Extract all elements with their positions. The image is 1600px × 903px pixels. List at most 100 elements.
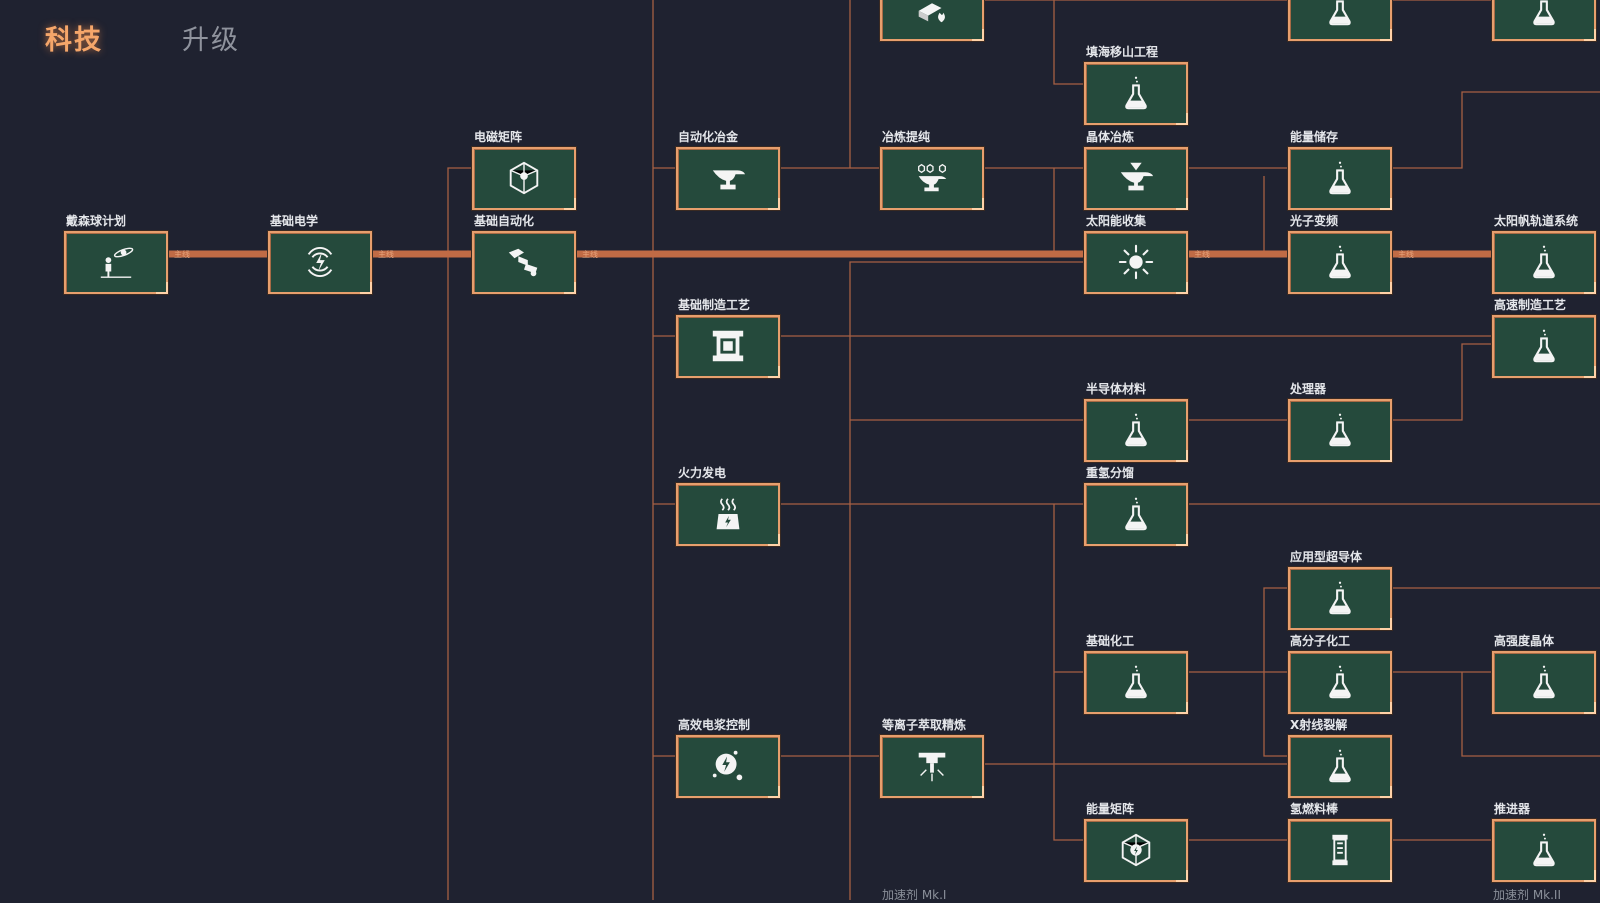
tech-node[interactable]: 晶体冶炼 xyxy=(1084,130,1188,210)
tech-node[interactable]: 电磁矩阵 xyxy=(472,130,576,210)
tech-node-card[interactable] xyxy=(880,147,984,210)
tech-node-label: 能量矩阵 xyxy=(1086,802,1135,816)
tab-tech[interactable]: 科技 xyxy=(45,25,103,56)
tech-node-card[interactable] xyxy=(1084,62,1188,125)
tech-node[interactable]: 基础制造工艺 xyxy=(676,298,780,378)
tech-node-card[interactable] xyxy=(1288,819,1392,882)
tech-node[interactable]: 处理器 xyxy=(1288,382,1392,462)
anvil-icon xyxy=(708,158,748,198)
tech-node[interactable]: 冶炼提纯 xyxy=(880,130,984,210)
tech-node-card[interactable] xyxy=(1492,0,1596,41)
tech-node[interactable]: 火力发电 xyxy=(676,466,780,546)
tech-node-label: 处理器 xyxy=(1290,382,1327,396)
tech-node-label: 高效电浆控制 xyxy=(678,718,751,732)
link-line xyxy=(1053,0,1084,85)
main-line-tag: 主线 xyxy=(582,249,598,259)
tech-node[interactable]: 太阳能收集 xyxy=(1084,214,1188,294)
tech-node-card[interactable] xyxy=(1084,483,1188,546)
tech-node-card[interactable] xyxy=(1492,231,1596,294)
tech-node[interactable]: 高强度晶体 xyxy=(1492,634,1596,714)
tech-node-card[interactable] xyxy=(676,147,780,210)
tech-node-label: 高速制造工艺 xyxy=(1494,298,1567,312)
tech-node-card[interactable] xyxy=(1288,0,1392,41)
tech-node-card[interactable] xyxy=(1288,567,1392,630)
tech-node[interactable]: 太阳帆轨道系统 xyxy=(1492,214,1596,294)
tech-node[interactable]: 填海移山工程 xyxy=(1084,45,1188,125)
node-label-accelerant-mk2: 加速剂 Mk.II xyxy=(1493,888,1562,902)
tech-node[interactable]: 光子变频 xyxy=(1288,214,1392,294)
tech-node-label: 火力发电 xyxy=(678,466,727,480)
tech-node-label: 半导体材料 xyxy=(1086,382,1147,396)
tech-node-label: 重氢分馏 xyxy=(1086,466,1135,480)
tech-node-card[interactable] xyxy=(676,315,780,378)
tech-node[interactable]: 高速制造工艺 xyxy=(1492,298,1596,378)
tech-node-card[interactable] xyxy=(472,231,576,294)
tech-node[interactable]: 高效电浆控制 xyxy=(676,718,780,798)
link-line xyxy=(780,0,851,169)
tech-node-card[interactable] xyxy=(676,735,780,798)
node-label-accelerant-mk1: 加速剂 Mk.I xyxy=(882,888,947,902)
tech-node-card[interactable] xyxy=(1288,399,1392,462)
tech-node-label: 推进器 xyxy=(1494,802,1531,816)
tech-node[interactable]: 戴森球计划 xyxy=(64,214,168,294)
tech-node-card[interactable] xyxy=(472,147,576,210)
tech-node-card[interactable] xyxy=(1492,819,1596,882)
flask-icon xyxy=(1320,158,1360,198)
tech-node-card[interactable] xyxy=(1288,231,1392,294)
tech-node-card[interactable] xyxy=(1084,147,1188,210)
thermal-plant-icon xyxy=(708,494,748,534)
tech-node-card[interactable] xyxy=(880,0,984,41)
tech-node-card[interactable] xyxy=(1084,231,1188,294)
tech-node[interactable]: 基础自动化 xyxy=(472,214,576,294)
tech-node[interactable]: 高分子化工 xyxy=(1288,634,1392,714)
tech-node[interactable]: 推进器 xyxy=(1492,802,1596,882)
tech-node-label: 高分子化工 xyxy=(1290,634,1351,648)
tech-node[interactable] xyxy=(880,0,984,41)
tech-node-card[interactable] xyxy=(64,231,168,294)
tech-node-card[interactable] xyxy=(1288,147,1392,210)
tech-node-card[interactable] xyxy=(1492,651,1596,714)
flask-icon xyxy=(1524,662,1564,702)
flask-icon xyxy=(1320,662,1360,702)
flask-icon xyxy=(1524,830,1564,870)
tech-node-card[interactable] xyxy=(1084,651,1188,714)
energy-matrix-icon xyxy=(1116,830,1156,870)
tech-node[interactable] xyxy=(1288,0,1392,41)
flask-icon xyxy=(1320,242,1360,282)
tech-node-card[interactable] xyxy=(1288,735,1392,798)
flask-icon xyxy=(1524,242,1564,282)
flask-icon xyxy=(1116,494,1156,534)
tech-node-card[interactable] xyxy=(1084,399,1188,462)
assembler-icon xyxy=(708,326,748,366)
tab-upgrade[interactable]: 升级 xyxy=(182,25,240,56)
tech-node[interactable]: 等离子萃取精炼 xyxy=(880,718,984,798)
tech-node[interactable]: 半导体材料 xyxy=(1084,382,1188,462)
tech-node[interactable]: 氢燃料棒 xyxy=(1288,802,1392,882)
tech-node[interactable]: 能量矩阵 xyxy=(1084,802,1188,882)
tech-node[interactable] xyxy=(1492,0,1596,41)
tech-node[interactable]: 基础化工 xyxy=(1084,634,1188,714)
tech-node-card[interactable] xyxy=(1288,651,1392,714)
tech-node[interactable]: 自动化冶金 xyxy=(676,130,780,210)
tech-node[interactable]: 重氢分馏 xyxy=(1084,466,1188,546)
main-line-tag: 主线 xyxy=(174,249,190,259)
tech-node-label: 自动化冶金 xyxy=(678,130,739,144)
tech-node[interactable]: 能量储存 xyxy=(1288,130,1392,210)
tech-node-label: 等离子萃取精炼 xyxy=(882,718,967,732)
tech-node-label: 能量储存 xyxy=(1290,130,1339,144)
tech-node-label: 冶炼提纯 xyxy=(882,130,931,144)
tech-node[interactable]: X射线裂解 xyxy=(1288,718,1392,798)
tech-node-card[interactable] xyxy=(880,735,984,798)
tech-node-label: 太阳能收集 xyxy=(1086,214,1147,228)
tech-node[interactable]: 基础电学 xyxy=(268,214,372,294)
tech-node-card[interactable] xyxy=(1084,819,1188,882)
link-line xyxy=(1461,672,1600,757)
link-line xyxy=(1053,504,1084,841)
crystal-anvil-icon xyxy=(1116,158,1156,198)
tech-node[interactable]: 应用型超导体 xyxy=(1288,550,1392,630)
flask-icon xyxy=(1116,410,1156,450)
tech-node-card[interactable] xyxy=(268,231,372,294)
tech-node-card[interactable] xyxy=(676,483,780,546)
tech-node-card[interactable] xyxy=(1492,315,1596,378)
